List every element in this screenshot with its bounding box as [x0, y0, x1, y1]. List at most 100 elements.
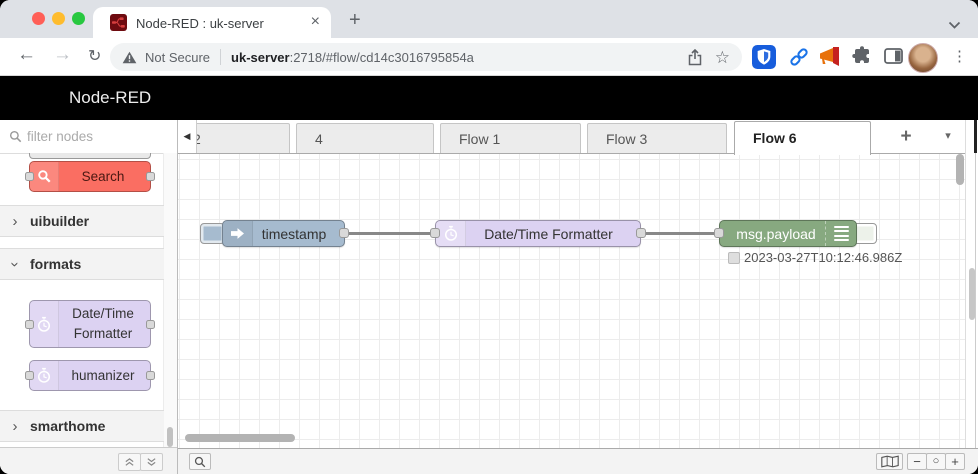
flow-list-caret-icon[interactable]: ▾ — [945, 130, 951, 142]
category-label: smarthome — [30, 418, 106, 434]
node-output-port[interactable] — [146, 371, 155, 380]
share-icon[interactable] — [688, 48, 702, 66]
flow-tab-4[interactable]: 4 — [296, 123, 434, 153]
node-input-port[interactable] — [25, 319, 34, 329]
browser-menu-icon[interactable]: ⋮ — [952, 48, 967, 65]
url-path: :2718/#flow/cd14c3016795854a — [289, 49, 474, 65]
nodered-favicon — [110, 14, 127, 31]
flow-tab-partial[interactable]: 2 — [186, 123, 290, 153]
palette-node-search[interactable]: Search — [25, 161, 155, 192]
canvas-vertical-scrollbar-thumb[interactable] — [956, 154, 964, 185]
side-panel-icon[interactable] — [884, 48, 903, 69]
window-minimize-button[interactable] — [52, 12, 65, 25]
new-tab-button[interactable]: + — [349, 9, 361, 31]
zoom-out-button[interactable]: − — [907, 453, 927, 470]
chevron-right-icon: › — [12, 417, 18, 435]
palette-scrollbar-thumb[interactable] — [167, 427, 173, 447]
navigator-map-button[interactable] — [876, 453, 903, 470]
chevron-right-icon: › — [12, 212, 18, 230]
wire-inject-to-formatter[interactable] — [345, 232, 437, 235]
palette-node-datetime-formatter[interactable]: Date/Time Formatter — [25, 300, 155, 348]
palette-node-label: Date/Time Formatter — [72, 306, 134, 341]
palette-scroll-area: Search › uibuilder › formats Date/Time F… — [0, 153, 177, 447]
debug-node-msg-payload[interactable]: msg.payload — [719, 220, 857, 247]
palette-scrollbar-track — [163, 153, 177, 447]
node-input-port[interactable] — [430, 228, 440, 238]
zoom-in-button[interactable]: + — [945, 453, 965, 470]
flow-canvas[interactable] — [178, 154, 965, 448]
page-scrollbar-thumb[interactable] — [969, 268, 975, 320]
tab-scroll-left-button[interactable]: ◀ — [178, 120, 197, 153]
timer-icon — [30, 361, 59, 390]
canvas-horizontal-scrollbar-thumb[interactable] — [185, 434, 295, 442]
back-button[interactable]: ← — [17, 44, 36, 65]
nodered-header: Node-RED Deploy — [0, 76, 978, 189]
browser-toolbar: ← → ↻ Not Secure uk-server:2718/#flow/cd… — [0, 38, 978, 76]
palette-footer — [0, 447, 177, 474]
node-output-port[interactable] — [339, 228, 349, 238]
url-text: uk-server:2718/#flow/cd14c3016795854a — [231, 50, 474, 65]
sidebar-separator-line — [975, 153, 976, 448]
flow-tab-label: Flow 3 — [606, 131, 648, 147]
address-bar[interactable]: Not Secure uk-server:2718/#flow/cd14c301… — [110, 43, 742, 71]
flow-tab-flow1[interactable]: Flow 1 — [440, 123, 581, 153]
reload-button[interactable]: ↻ — [88, 48, 102, 65]
browser-tab[interactable]: Node-RED : uk-server × — [93, 7, 331, 38]
node-label: msg.payload — [736, 225, 816, 242]
palette-node-label: Search — [81, 168, 125, 184]
flow-tab-label: 4 — [315, 131, 323, 147]
wire-formatter-to-debug[interactable] — [641, 232, 720, 235]
password-manager-extension-icon[interactable] — [752, 45, 776, 74]
palette-node-humanizer[interactable]: humanizer — [25, 360, 155, 391]
url-host: uk-server — [231, 49, 290, 65]
filter-nodes-input[interactable] — [0, 120, 177, 152]
tab-search-chevron-icon[interactable] — [948, 16, 961, 34]
bookmark-star-icon[interactable]: ☆ — [714, 47, 730, 67]
sidebar-separator[interactable] — [974, 120, 977, 153]
zoom-reset-button[interactable]: ○ — [926, 453, 946, 470]
node-output-port[interactable] — [146, 172, 155, 181]
add-flow-button[interactable]: + — [900, 126, 912, 147]
node-output-port[interactable] — [636, 228, 646, 238]
inject-node-timestamp[interactable]: timestamp — [222, 220, 345, 247]
node-input-port[interactable] — [714, 228, 724, 238]
node-palette: Search › uibuilder › formats Date/Time F… — [0, 120, 178, 474]
right-sidebar-edge — [965, 120, 978, 448]
expand-all-button[interactable] — [140, 453, 163, 471]
node-input-port[interactable] — [25, 172, 34, 181]
palette-category-uibuilder[interactable]: › uibuilder — [0, 205, 164, 237]
link-extension-icon[interactable] — [788, 46, 810, 73]
search-flows-button[interactable] — [189, 453, 211, 470]
node-output-port[interactable] — [146, 319, 155, 329]
flow-tab-flow6-active[interactable]: Flow 6 — [734, 121, 871, 155]
app-title: Node-RED — [69, 88, 152, 107]
tab-close-icon[interactable]: × — [310, 13, 320, 30]
forward-button[interactable]: → — [53, 44, 72, 65]
timer-icon — [436, 221, 466, 246]
partial-node-above — [29, 153, 151, 159]
browser-tab-title: Node-RED : uk-server — [136, 16, 264, 31]
profile-avatar[interactable] — [908, 43, 938, 73]
palette-category-smarthome[interactable]: › smarthome — [0, 410, 164, 442]
palette-category-formats[interactable]: › formats — [0, 248, 164, 280]
node-status-dot — [728, 252, 740, 264]
not-secure-warning-icon[interactable] — [122, 51, 137, 64]
collapse-all-button[interactable] — [118, 453, 141, 471]
node-status-text: 2023-03-27T10:12:46.986Z — [744, 250, 903, 265]
node-input-port[interactable] — [25, 371, 34, 380]
flow-tab-flow3[interactable]: Flow 3 — [587, 123, 727, 153]
node-label: Date/Time Formatter — [484, 225, 613, 242]
palette-node-label: humanizer — [71, 367, 135, 383]
category-label: uibuilder — [30, 213, 90, 229]
not-secure-label: Not Secure — [145, 49, 211, 65]
inject-arrow-icon — [223, 221, 253, 246]
timer-icon — [30, 301, 59, 347]
megaphone-extension-icon[interactable] — [819, 47, 841, 71]
browser-tabstrip: Node-RED : uk-server × + — [0, 0, 978, 38]
formatter-node[interactable]: Date/Time Formatter — [435, 220, 641, 247]
extensions-puzzle-icon[interactable] — [852, 46, 872, 71]
window-fullscreen-button[interactable] — [72, 12, 85, 25]
window-close-button[interactable] — [32, 12, 45, 25]
workspace-tabbar: 2 ◀ 4 Flow 1 Flow 3 Flow 6 + ▾ — [178, 120, 965, 155]
